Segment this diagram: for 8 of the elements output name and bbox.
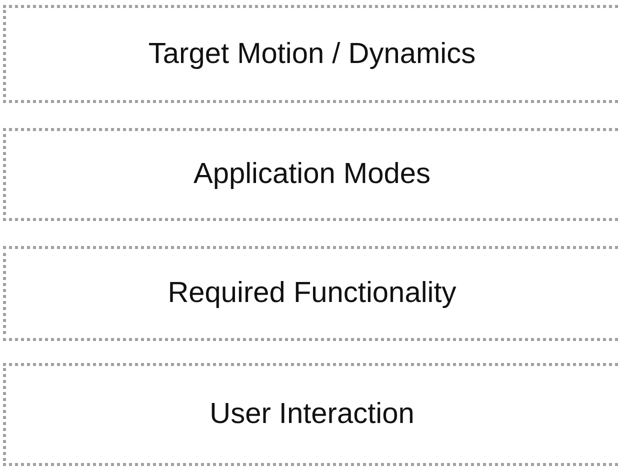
box-label: User Interaction (210, 398, 414, 431)
box-label: Application Modes (194, 158, 430, 191)
dotted-box (3, 128, 618, 221)
dotted-box (3, 246, 618, 341)
box-label: Target Motion / Dynamics (148, 38, 476, 70)
dotted-box (3, 363, 618, 466)
dotted-box (3, 5, 618, 103)
box-label: Required Functionality (168, 277, 456, 310)
